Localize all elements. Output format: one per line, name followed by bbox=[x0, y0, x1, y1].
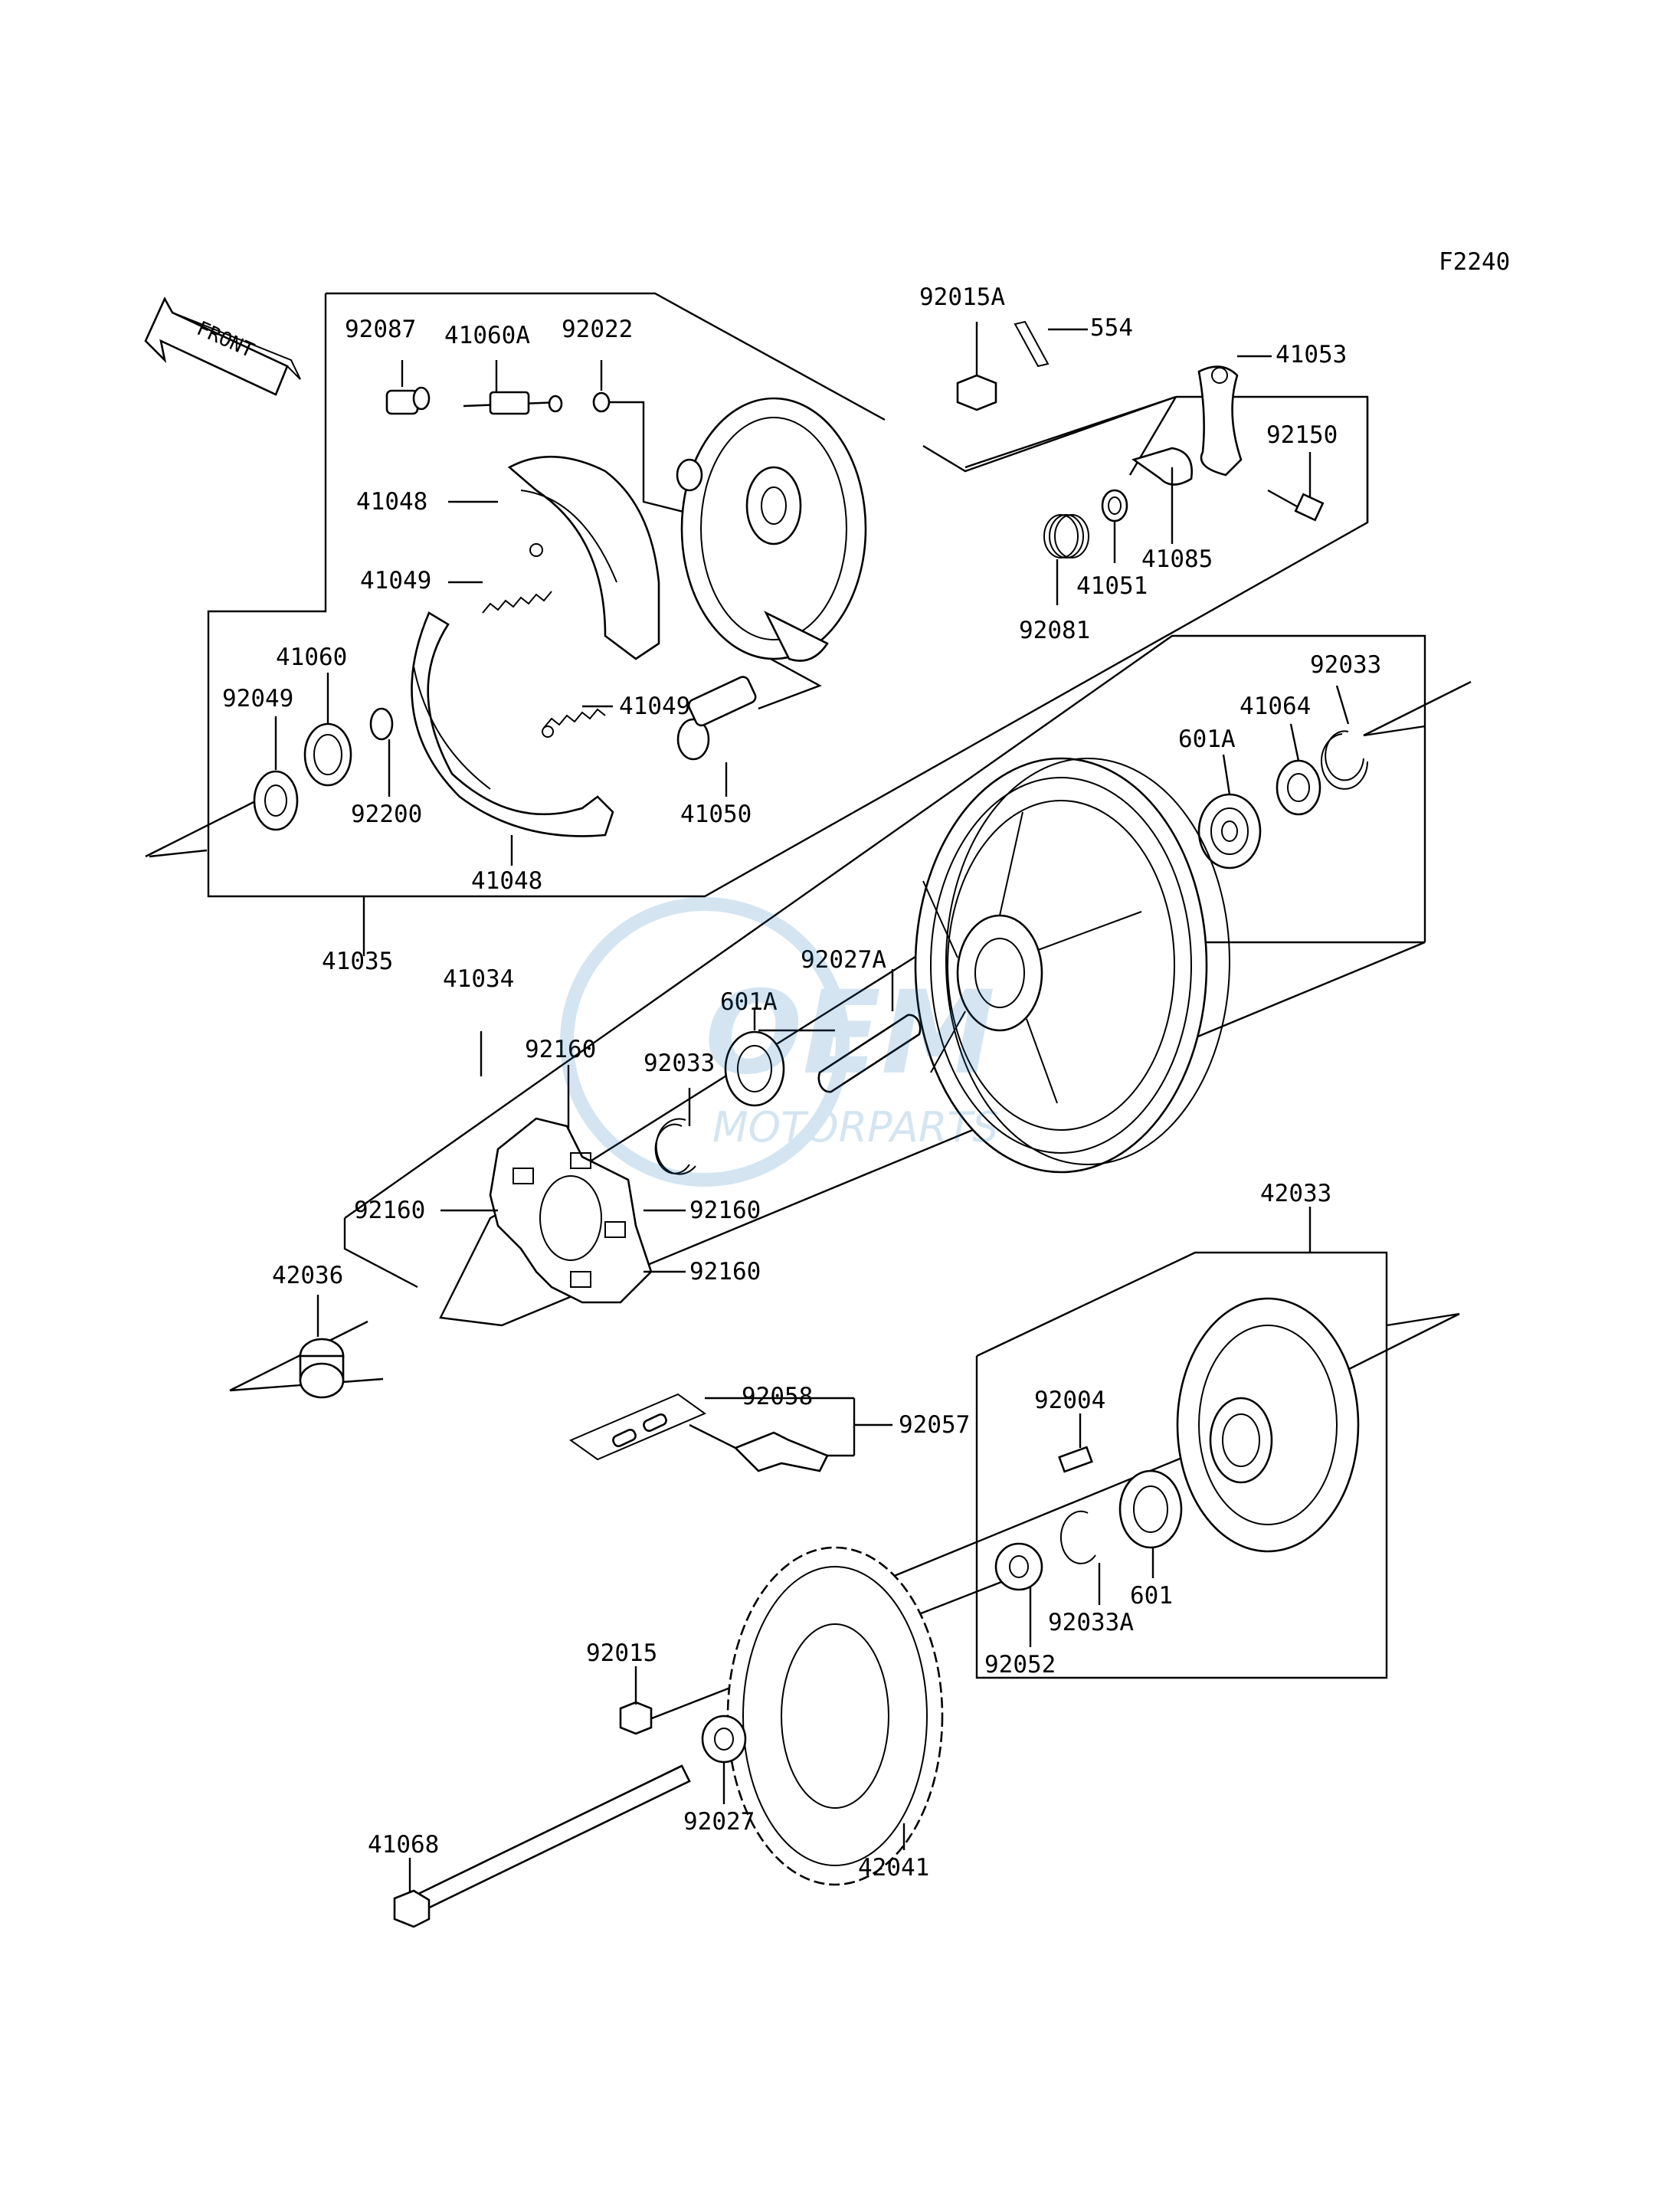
part-42036-collar[interactable] bbox=[299, 1338, 345, 1399]
part-labels: 92087 41060A 92022 92015A 554 41053 9215… bbox=[222, 283, 1381, 1882]
part-92027A-collar[interactable] bbox=[817, 969, 922, 1093]
part-92022-washer[interactable] bbox=[592, 391, 690, 515]
label-92033-top[interactable]: 92033 bbox=[1310, 651, 1381, 679]
part-41053-lever[interactable] bbox=[1197, 365, 1243, 477]
label-41051[interactable]: 41051 bbox=[1076, 572, 1148, 600]
label-92022[interactable]: 92022 bbox=[562, 316, 633, 343]
label-41085[interactable]: 41085 bbox=[1141, 545, 1213, 573]
part-92087-pin[interactable] bbox=[385, 386, 431, 415]
part-92004-stud[interactable] bbox=[1058, 1446, 1093, 1473]
label-41050[interactable]: 41050 bbox=[680, 801, 752, 828]
label-41049-top[interactable]: 41049 bbox=[360, 567, 431, 594]
part-601-bearing[interactable] bbox=[1118, 1469, 1183, 1549]
label-92058[interactable]: 92058 bbox=[742, 1383, 813, 1410]
leader-lines bbox=[274, 322, 1350, 1892]
part-41064-collar[interactable] bbox=[1276, 759, 1321, 816]
part-92058-chain-joint[interactable] bbox=[568, 1393, 707, 1461]
label-41048-top[interactable]: 41048 bbox=[356, 488, 427, 516]
label-601A-mid[interactable]: 601A bbox=[720, 988, 778, 1016]
label-601A-top[interactable]: 601A bbox=[1178, 725, 1236, 753]
part-41068-axle[interactable] bbox=[393, 1764, 691, 1928]
part-brake-panel[interactable] bbox=[676, 397, 867, 662]
label-92004[interactable]: 92004 bbox=[1034, 1387, 1105, 1414]
part-92033-circlip-mid[interactable] bbox=[654, 1118, 696, 1175]
label-92049[interactable]: 92049 bbox=[222, 685, 293, 712]
assembly-outline-42033 bbox=[975, 1207, 1388, 1679]
label-41068[interactable]: 41068 bbox=[368, 1831, 439, 1859]
label-92160-bottom[interactable]: 92160 bbox=[689, 1258, 761, 1286]
label-41035[interactable]: 41035 bbox=[322, 948, 393, 975]
part-41049-spring-top[interactable] bbox=[482, 543, 552, 614]
figure-code: F2240 bbox=[1439, 248, 1510, 276]
part-601A-bearing-top[interactable] bbox=[1197, 793, 1262, 870]
front-arrow-icon: FRONT bbox=[144, 296, 301, 396]
label-41060[interactable]: 41060 bbox=[276, 644, 347, 671]
label-92052[interactable]: 92052 bbox=[984, 1651, 1056, 1679]
label-92027[interactable]: 92027 bbox=[683, 1808, 755, 1836]
part-42033-hub[interactable] bbox=[1176, 1297, 1360, 1553]
label-42036[interactable]: 42036 bbox=[272, 1262, 343, 1289]
part-41060A-shaft[interactable] bbox=[463, 391, 563, 415]
part-92052-collar[interactable] bbox=[994, 1542, 1043, 1591]
label-41060A[interactable]: 41060A bbox=[444, 322, 530, 349]
label-92087[interactable]: 92087 bbox=[345, 316, 416, 343]
part-92081-spring[interactable] bbox=[1043, 514, 1089, 558]
label-92160-left[interactable]: 92160 bbox=[354, 1197, 425, 1224]
part-92150-bolt[interactable] bbox=[1267, 489, 1325, 522]
label-92033A[interactable]: 92033A bbox=[1048, 1609, 1134, 1636]
label-92057[interactable]: 92057 bbox=[899, 1411, 970, 1439]
label-41048-bottom[interactable]: 41048 bbox=[471, 867, 542, 895]
part-554-cotter-pin[interactable] bbox=[1014, 320, 1088, 368]
label-41034[interactable]: 41034 bbox=[443, 965, 514, 993]
part-41085-indicator[interactable] bbox=[1131, 447, 1194, 486]
label-92027A[interactable]: 92027A bbox=[801, 946, 886, 974]
part-41048-shoe-bottom[interactable] bbox=[411, 611, 614, 837]
label-92081[interactable]: 92081 bbox=[1019, 617, 1090, 644]
label-42033[interactable]: 42033 bbox=[1260, 1180, 1331, 1207]
part-41049-spring-bottom[interactable] bbox=[542, 708, 606, 738]
label-42041[interactable]: 42041 bbox=[858, 1854, 929, 1882]
label-92160-right[interactable]: 92160 bbox=[689, 1197, 761, 1224]
label-41049-bottom[interactable]: 41049 bbox=[619, 693, 690, 720]
part-92015-nut[interactable] bbox=[619, 1701, 653, 1735]
label-92015A[interactable]: 92015A bbox=[919, 283, 1005, 311]
part-41060-gear[interactable] bbox=[303, 722, 352, 787]
part-wheel-rim[interactable] bbox=[914, 757, 1230, 1174]
part-92033A-circlip[interactable] bbox=[1059, 1510, 1096, 1564]
part-41051-seal[interactable] bbox=[1101, 489, 1128, 522]
label-92150[interactable]: 92150 bbox=[1266, 421, 1338, 449]
label-92033-mid[interactable]: 92033 bbox=[644, 1050, 715, 1077]
label-41064[interactable]: 41064 bbox=[1240, 693, 1311, 720]
part-92200-washer[interactable] bbox=[369, 707, 394, 741]
label-41053[interactable]: 41053 bbox=[1276, 341, 1347, 368]
label-92160-top[interactable]: 92160 bbox=[525, 1036, 596, 1063]
label-601[interactable]: 601 bbox=[1130, 1582, 1173, 1610]
part-92057-chain[interactable] bbox=[689, 1423, 829, 1472]
part-601A-bearing-mid[interactable] bbox=[724, 1007, 785, 1107]
part-41048-shoe-top[interactable] bbox=[507, 455, 660, 660]
part-42041-sprocket[interactable] bbox=[726, 1546, 944, 1886]
part-92160-damper[interactable] bbox=[489, 1117, 653, 1304]
part-92027-collar[interactable] bbox=[701, 1715, 747, 1764]
label-554[interactable]: 554 bbox=[1090, 314, 1133, 342]
part-92033-circlip-top[interactable] bbox=[1321, 730, 1368, 790]
label-92015[interactable]: 92015 bbox=[586, 1639, 657, 1667]
part-92049-seal[interactable] bbox=[253, 770, 299, 831]
part-92015A-nut[interactable] bbox=[956, 374, 997, 411]
label-92200[interactable]: 92200 bbox=[351, 801, 422, 828]
